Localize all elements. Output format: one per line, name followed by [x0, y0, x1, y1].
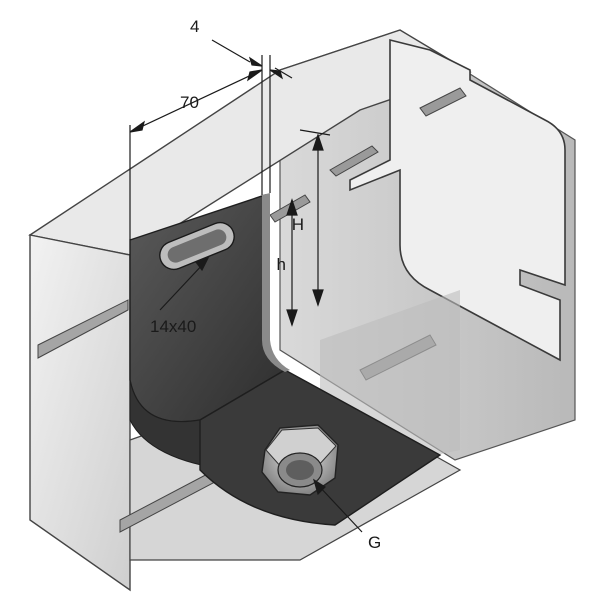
dimension-labels: 4 70 14x40 H h G [150, 17, 381, 552]
dim-arrow [312, 289, 324, 307]
channel-left-face [29, 234, 131, 592]
dim-slot-leader [159, 261, 206, 311]
dim-nut-leader [317, 484, 363, 533]
dim-thickness-leader [274, 67, 293, 79]
nut-thread-inner [286, 460, 314, 480]
channel-slot [37, 299, 129, 359]
dim-arrow [269, 69, 284, 80]
channel-slot [329, 145, 379, 177]
label-H: H [292, 215, 304, 234]
dim-arrow [286, 198, 298, 216]
label-slot: 14x40 [150, 317, 196, 336]
label-h: h [277, 255, 286, 274]
dimension-lines [129, 39, 363, 533]
hex-nut-icon [261, 424, 339, 496]
label-nut: G [368, 533, 381, 552]
dim-arrow [248, 56, 263, 67]
dim-arrow [286, 309, 298, 327]
bracket-edge [262, 193, 290, 372]
label-width: 70 [180, 93, 199, 112]
dim-arrow [195, 256, 210, 272]
channel-slot [419, 87, 467, 117]
dim-width-line [129, 69, 263, 133]
dim-H-extension-top [299, 129, 331, 136]
dim-arrow [129, 120, 145, 133]
dim-arrow [312, 133, 324, 151]
dim-arrow [312, 478, 326, 496]
label-thickness: 4 [190, 17, 199, 36]
channel-right-profile [349, 38, 566, 362]
dim-thickness-leader [211, 39, 251, 63]
dim-arrow [247, 69, 263, 82]
bracket-slot-hole-inner [167, 229, 227, 263]
